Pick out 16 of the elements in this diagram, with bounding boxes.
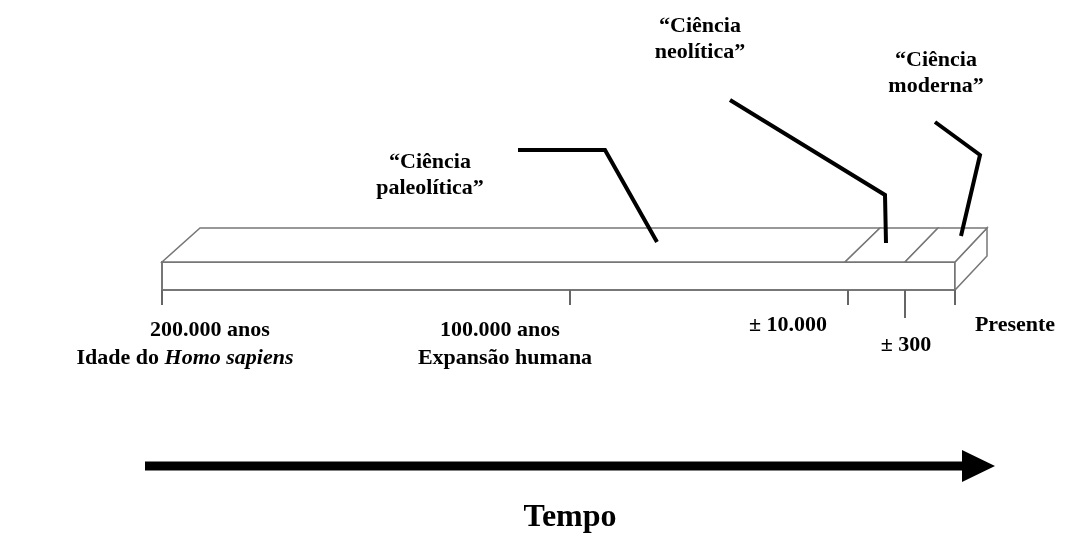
axis-title: Tempo bbox=[523, 496, 617, 534]
time-label: 100.000 anos bbox=[440, 315, 560, 343]
time-label: Presente bbox=[974, 310, 1056, 338]
period-label: Idade do Homo sapiens bbox=[76, 343, 294, 371]
time-label: ± 10.000 bbox=[748, 310, 828, 338]
timeline-segment bbox=[903, 227, 989, 263]
callout-text: “Ciência neolítica” bbox=[625, 12, 775, 64]
leader-line bbox=[933, 120, 983, 237]
leader-line bbox=[518, 148, 659, 243]
callout-text: “Ciência moderna” bbox=[861, 46, 1011, 98]
leader-line bbox=[728, 98, 888, 244]
period-label: Expansão humana bbox=[417, 343, 593, 371]
time-label: ± 300 bbox=[880, 330, 932, 358]
time-label: 200.000 anos bbox=[150, 315, 270, 343]
callout-text: “Ciência paleolítica” bbox=[355, 148, 505, 200]
timeline-segment bbox=[843, 227, 940, 263]
